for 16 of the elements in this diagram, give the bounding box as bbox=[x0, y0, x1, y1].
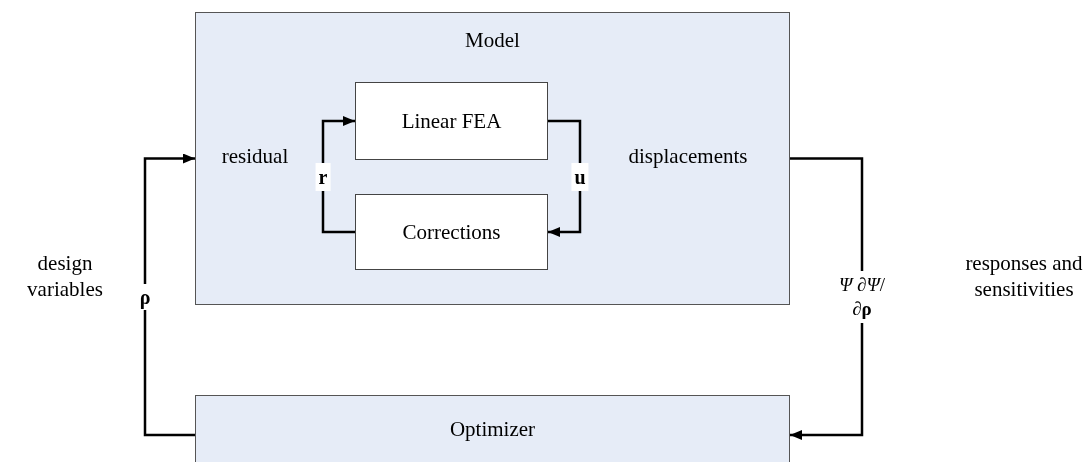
edge-label: u bbox=[571, 162, 589, 191]
edge-label: r bbox=[315, 162, 331, 191]
arrow bbox=[790, 157, 864, 440]
annotation-text: design variables bbox=[26, 250, 104, 302]
annotation-text: responses and sensitivities bbox=[965, 250, 1083, 302]
node-label: Linear FEA bbox=[401, 108, 502, 134]
module-box bbox=[195, 12, 790, 305]
annotation-text: residual bbox=[220, 143, 290, 170]
node-label: Optimizer bbox=[449, 416, 536, 442]
node-label: Corrections bbox=[402, 219, 501, 245]
annotation-text: displacements bbox=[627, 143, 749, 170]
node-label: Model bbox=[465, 27, 520, 53]
process-box bbox=[355, 82, 548, 160]
module-box bbox=[195, 395, 790, 462]
arrow bbox=[143, 153, 195, 437]
process-box bbox=[355, 194, 548, 270]
